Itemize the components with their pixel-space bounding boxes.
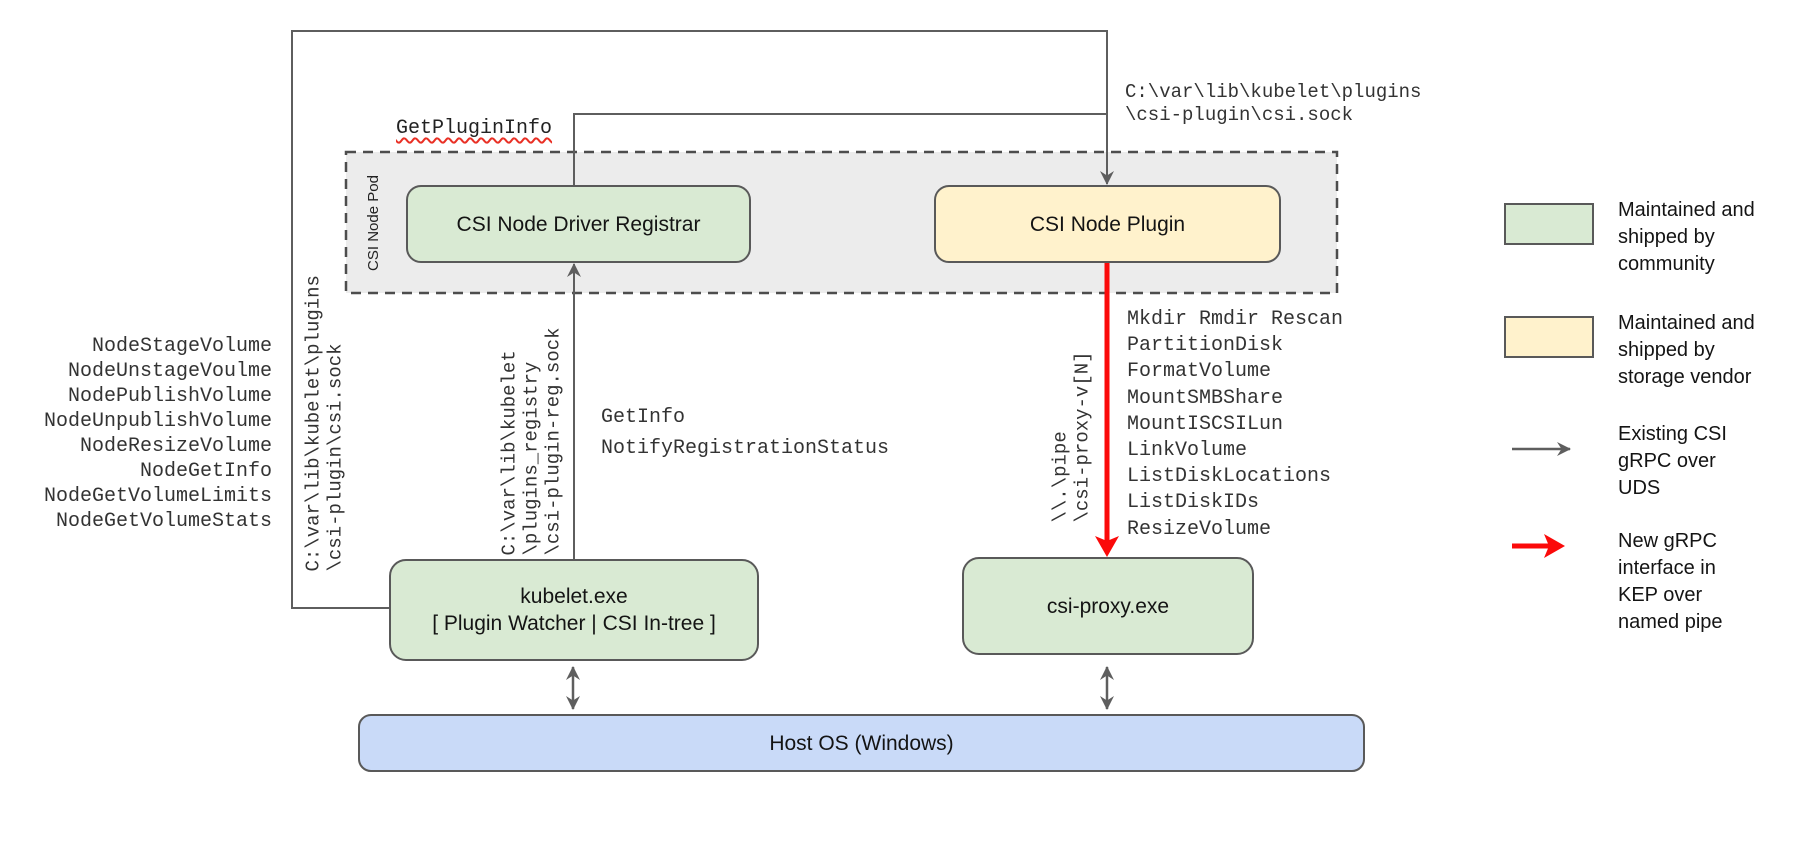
csi-proxy-label: csi-proxy.exe bbox=[1046, 594, 1170, 618]
csi-proxy-box bbox=[962, 557, 1254, 655]
list-line: NodeGetInfo bbox=[139, 460, 272, 483]
list-line: shipped by bbox=[1618, 339, 1715, 361]
legend-community-text: Maintained and shipped by community bbox=[1618, 197, 1755, 278]
list-line: NodePublishVolume bbox=[67, 385, 272, 408]
registrar-box bbox=[406, 185, 751, 263]
list-line: Maintained and bbox=[1618, 312, 1755, 334]
kubelet-label: kubelet.exe [ Plugin Watcher | CSI In-tr… bbox=[390, 560, 758, 660]
legend-vendor-text: Maintained and shipped by storage vendor bbox=[1618, 310, 1755, 391]
plugin-sock-path-top: C:\var\lib\kubelet\plugins\csi-plugin\cs… bbox=[1125, 81, 1421, 127]
list-line: C:\var\lib\kubelet bbox=[498, 350, 521, 556]
list-line: ResizeVolume bbox=[1127, 517, 1272, 541]
list-line: MountISCSILun bbox=[1127, 412, 1284, 436]
list-line: FormatVolume bbox=[1127, 360, 1272, 384]
kubelet-label-line2: [ Plugin Watcher | CSI In-tree ] bbox=[432, 612, 716, 635]
list-line: \plugins_registry bbox=[520, 361, 543, 556]
kubelet-to-plugin-connector bbox=[291, 30, 1114, 609]
plugin-sock-path-rotated: C:\var\lib\kubelet\plugins\csi-plugin\cs… bbox=[302, 275, 347, 572]
csi-node-pod-label: CSI Node Pod bbox=[365, 175, 382, 271]
list-line: NodeGetVolumeLimits bbox=[43, 485, 272, 508]
list-line: \csi-plugin\csi.sock bbox=[1125, 104, 1354, 126]
list-line: \csi-plugin\csi.sock bbox=[324, 343, 347, 572]
list-line: GetInfo bbox=[601, 406, 686, 429]
list-line: NodeGetVolumeStats bbox=[55, 510, 272, 533]
legend-vendor-swatch bbox=[1504, 316, 1594, 358]
named-pipe-path-rotated: \\.\pipe\csi-proxy-v[N] bbox=[1049, 318, 1094, 523]
list-line: \csi-plugin-reg.sock bbox=[542, 327, 565, 556]
list-line: KEP over bbox=[1618, 584, 1703, 606]
kubelet-label-line1: kubelet.exe bbox=[520, 585, 628, 608]
list-line: NodeStageVolume bbox=[91, 335, 272, 358]
list-line: NodeResizeVolume bbox=[79, 435, 272, 458]
list-line: LinkVolume bbox=[1127, 439, 1248, 463]
list-line: interface in bbox=[1618, 557, 1716, 579]
list-line: New gRPC bbox=[1618, 530, 1717, 552]
list-line: community bbox=[1618, 253, 1715, 275]
getplugininfo-connector bbox=[573, 113, 1107, 188]
list-line: NotifyRegistrationStatus bbox=[601, 437, 890, 460]
host-os-label: Host OS (Windows) bbox=[769, 731, 954, 755]
legend-namedpipe-text: New gRPC interface in KEP over named pipe bbox=[1618, 528, 1723, 636]
list-line: Existing CSI bbox=[1618, 423, 1727, 445]
legend-community-swatch bbox=[1504, 203, 1594, 245]
list-line: \csi-proxy-v[N] bbox=[1071, 351, 1094, 523]
list-line: Maintained and bbox=[1618, 199, 1755, 221]
registrar-label: CSI Node Driver Registrar bbox=[456, 212, 701, 236]
get-plugin-info-label: GetPluginInfo bbox=[396, 117, 553, 140]
kubelet-box bbox=[389, 559, 759, 661]
host-os-box bbox=[358, 714, 1365, 772]
plugin-box bbox=[934, 185, 1281, 263]
list-line: C:\var\lib\kubelet\plugins bbox=[302, 275, 325, 572]
list-line: gRPC over bbox=[1618, 450, 1716, 472]
list-line: NodeUnpublishVolume bbox=[43, 410, 272, 433]
list-line: storage vendor bbox=[1618, 366, 1752, 388]
list-line: Mkdir Rmdir Rescan bbox=[1127, 308, 1344, 331]
list-line: MountSMBShare bbox=[1127, 386, 1284, 410]
list-line: ListDiskIDs bbox=[1127, 491, 1260, 515]
list-line: named pipe bbox=[1618, 611, 1723, 633]
list-line: ListDiskLocations bbox=[1127, 465, 1332, 489]
plugin-label: CSI Node Plugin bbox=[1029, 212, 1186, 236]
list-line: \\.\pipe bbox=[1049, 431, 1072, 523]
list-line: shipped by bbox=[1618, 226, 1715, 248]
list-line: C:\var\lib\kubelet\plugins bbox=[1125, 81, 1422, 103]
list-line: NodeUnstageVoulme bbox=[67, 360, 272, 383]
list-line: PartitionDisk bbox=[1127, 334, 1284, 358]
list-line: UDS bbox=[1618, 477, 1661, 499]
registry-sock-path-rotated: C:\var\lib\kubelet\plugins_registry\csi-… bbox=[498, 311, 565, 556]
